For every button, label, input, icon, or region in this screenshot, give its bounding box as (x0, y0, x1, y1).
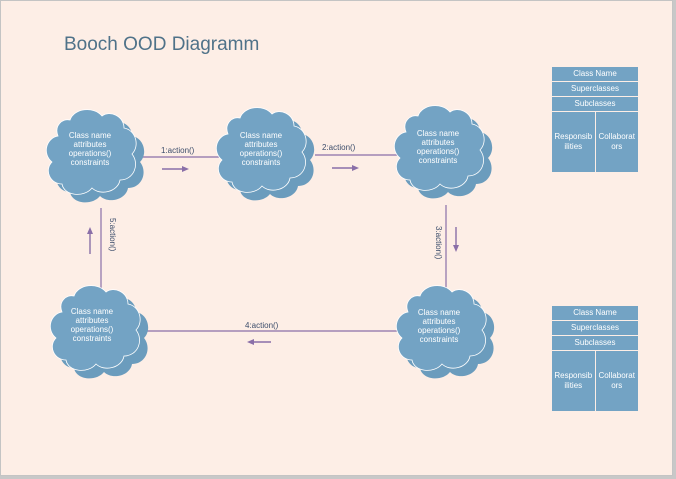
object-constraints: constraints (71, 158, 110, 167)
object-constraints: constraints (73, 334, 112, 343)
arrow-right-icon (332, 165, 359, 171)
object-constraints: constraints (420, 335, 459, 344)
object-cloud[interactable]: Class name attributes operations() const… (49, 285, 149, 379)
crc-class-name: Class Name (552, 306, 638, 320)
crc-responsibilities: Responsibilities (552, 351, 595, 411)
object-class-name: Class name (71, 307, 114, 316)
direction-arrows (87, 165, 459, 345)
object-cloud[interactable]: Class name attributes operations() const… (395, 285, 495, 379)
object-attributes: attributes (423, 317, 456, 326)
connectors (100, 154, 447, 332)
object-operations: operations() (417, 147, 460, 156)
crc-collaborators: Collaborators (595, 112, 638, 172)
crc-card[interactable]: Class Name Superclasses Subclasses Respo… (552, 306, 638, 411)
arrow-down-icon (453, 227, 459, 252)
crc-card[interactable]: Class Name Superclasses Subclasses Respo… (552, 67, 638, 172)
message-label-3: 3:action() (434, 226, 443, 260)
object-attributes: attributes (74, 140, 107, 149)
object-attributes: attributes (245, 140, 278, 149)
crc-superclasses: Superclasses (552, 321, 638, 335)
object-operations: operations() (418, 326, 461, 335)
object-cloud[interactable]: Class name attributes operations() const… (393, 105, 493, 199)
message-label-5: 5:action() (108, 218, 117, 252)
crc-subclasses: Subclasses (552, 97, 638, 111)
object-operations: operations() (71, 325, 114, 334)
object-operations: operations() (240, 149, 283, 158)
object-class-name: Class name (69, 131, 112, 140)
message-label-1: 1:action() (161, 146, 195, 155)
object-class-name: Class name (240, 131, 283, 140)
object-class-name: Class name (418, 308, 461, 317)
object-constraints: constraints (419, 156, 458, 165)
arrow-left-icon (247, 339, 271, 345)
message-label-2: 2:action() (322, 143, 356, 152)
crc-superclasses: Superclasses (552, 82, 638, 96)
crc-class-name: Class Name (552, 67, 638, 81)
arrow-up-icon (87, 227, 93, 254)
crc-responsibilities: Responsibilities (552, 112, 595, 172)
object-attributes: attributes (76, 316, 109, 325)
crc-collaborators: Collaborators (595, 351, 638, 411)
object-cloud[interactable]: Class name attributes operations() const… (215, 107, 315, 201)
object-operations: operations() (69, 149, 112, 158)
object-constraints: constraints (242, 158, 281, 167)
object-attributes: attributes (422, 138, 455, 147)
page-shadow-right (673, 2, 676, 479)
object-cloud[interactable]: Class name attributes operations() const… (45, 109, 145, 203)
object-class-name: Class name (417, 129, 460, 138)
crc-subclasses: Subclasses (552, 336, 638, 350)
message-label-4: 4:action() (245, 321, 279, 330)
arrow-right-icon (162, 166, 189, 172)
page-shadow-bottom (2, 476, 676, 479)
diagram-title: Booch OOD Diagramm (64, 34, 260, 55)
